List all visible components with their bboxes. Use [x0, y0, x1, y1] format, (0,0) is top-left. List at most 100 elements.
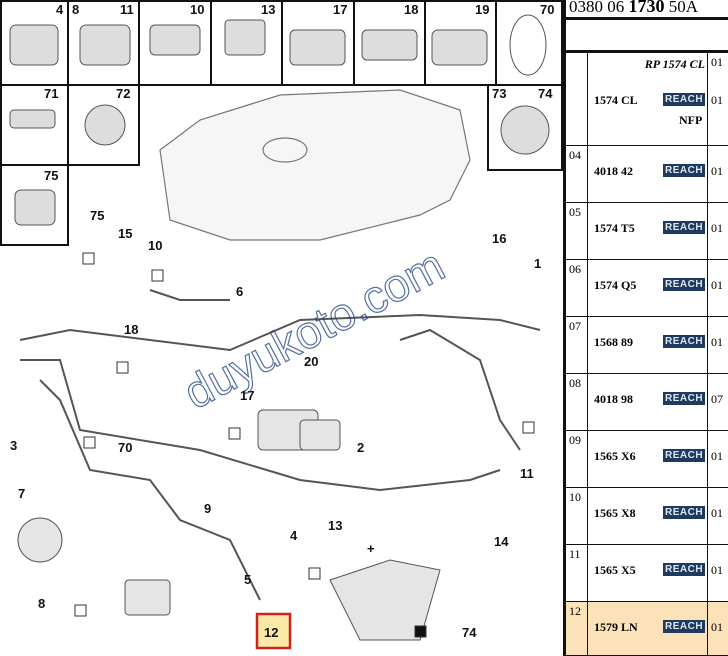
part-ref: 4018 42: [594, 164, 633, 178]
replacement-ref: RP 1574 CL: [644, 57, 705, 71]
part-ref: 1574 T5: [594, 221, 635, 235]
svg-text:11: 11: [120, 2, 134, 17]
divider: [707, 260, 708, 316]
reach-badge: REACH: [663, 392, 706, 405]
part-ref: 4018 98: [594, 392, 633, 406]
svg-text:20: 20: [304, 354, 318, 369]
reach-badge: REACH: [663, 449, 706, 462]
table-row[interactable]: 08 4018 98 REACH 07: [566, 374, 728, 431]
svg-text:5: 5: [244, 572, 251, 587]
part-ref: 1565 X8: [594, 506, 636, 520]
row-number: 06: [566, 260, 588, 316]
svg-text:2: 2: [357, 440, 364, 455]
callout-labels: 75 15 10 6 18 16 1 20 17 3 70 2 11 7 9 1…: [10, 208, 541, 640]
svg-text:15: 15: [118, 226, 132, 241]
plus-icon: +: [367, 541, 375, 556]
svg-text:10: 10: [190, 2, 204, 17]
svg-text:16: 16: [492, 231, 506, 246]
reach-badge: REACH: [663, 93, 706, 106]
part-thumbnails: [9, 14, 550, 226]
reach-badge: REACH: [663, 278, 706, 291]
svg-text:11: 11: [520, 466, 534, 481]
row-number: 08: [566, 374, 588, 430]
watermark: duyukoto.com: [175, 238, 452, 418]
svg-text:4: 4: [56, 2, 64, 17]
row-number: 05: [566, 203, 588, 259]
svg-text:1: 1: [534, 256, 541, 271]
quantity: 01: [711, 563, 723, 577]
divider: [707, 431, 708, 487]
row-number: 12: [566, 602, 588, 655]
row-number: 04: [566, 146, 588, 202]
part-ref: 1574 CL: [594, 93, 638, 107]
part-ref: 1574 Q5: [594, 278, 637, 292]
svg-text:75: 75: [90, 208, 104, 223]
svg-text:19: 19: [475, 2, 489, 17]
table-row[interactable]: 12 1579 LN REACH 01: [566, 602, 728, 656]
divider: [707, 545, 708, 601]
svg-text:70: 70: [118, 440, 132, 455]
part-ref: 1579 LN: [594, 620, 638, 634]
svg-text:8: 8: [72, 2, 79, 17]
svg-text:10: 10: [148, 238, 162, 253]
svg-text:74: 74: [538, 86, 553, 101]
reach-badge: REACH: [663, 335, 706, 348]
quantity: 01: [711, 449, 723, 463]
svg-text:13: 13: [328, 518, 342, 533]
svg-text:17: 17: [333, 2, 347, 17]
svg-text:74: 74: [462, 625, 477, 640]
reach-badge: REACH: [663, 221, 706, 234]
svg-text:71: 71: [44, 86, 58, 101]
table-row[interactable]: 10 1565 X8 REACH 01: [566, 488, 728, 545]
row-number: 09: [566, 431, 588, 487]
reach-badge: REACH: [663, 164, 706, 177]
svg-text:73: 73: [492, 86, 506, 101]
svg-text:72: 72: [116, 86, 130, 101]
divider: [707, 602, 708, 655]
table-row[interactable]: 11 1565 X5 REACH 01: [566, 545, 728, 602]
part-ref: 1568 89: [594, 335, 633, 349]
quantity: 07: [711, 392, 723, 406]
quantity: 01: [711, 164, 723, 178]
part-ref: 1565 X5: [594, 563, 636, 577]
divider: [707, 317, 708, 373]
table-row[interactable]: 04 4018 42 REACH 01: [566, 146, 728, 203]
svg-text:17: 17: [240, 388, 254, 403]
svg-text:14: 14: [494, 534, 509, 549]
svg-text:18: 18: [124, 322, 138, 337]
callout-12[interactable]: 12: [264, 625, 278, 640]
part-ref: 1565 X6: [594, 449, 636, 463]
svg-text:13: 13: [261, 2, 275, 17]
table-row[interactable]: 05 1574 T5 REACH 01: [566, 203, 728, 260]
svg-text:3: 3: [10, 438, 17, 453]
divider: [707, 53, 708, 145]
row-number: [566, 53, 588, 145]
table-header: 0380 06 1730 50A: [566, 0, 728, 20]
divider: [707, 374, 708, 430]
highlight-box-12[interactable]: [255, 612, 292, 650]
divider: [707, 146, 708, 202]
quantity: 01: [711, 620, 723, 634]
svg-text:70: 70: [540, 2, 554, 17]
nfp-note: NFP: [679, 113, 703, 127]
parts-diagram: + 4 8 11 10 13 17 18 19 70 71 72 75 73 7…: [0, 0, 563, 650]
svg-text:75: 75: [44, 168, 58, 183]
callout-squares: [74, 252, 535, 638]
reach-badge: REACH: [663, 506, 706, 519]
svg-text:6: 6: [236, 284, 243, 299]
pump-unit: [17, 409, 441, 641]
reach-badge: REACH: [663, 620, 706, 633]
row-number: 07: [566, 317, 588, 373]
reach-badge: REACH: [663, 563, 706, 576]
table-row[interactable]: 09 1565 X6 REACH 01: [566, 431, 728, 488]
table-row[interactable]: 07 1568 89 REACH 01: [566, 317, 728, 374]
part-thumbnail-boxes: [0, 0, 563, 246]
fuel-tank: [159, 89, 471, 241]
quantity: 01: [711, 335, 723, 349]
quantity: 01: [711, 506, 723, 520]
svg-text:8: 8: [38, 596, 45, 611]
table-row[interactable]: 06 1574 Q5 REACH 01: [566, 260, 728, 317]
divider: [707, 203, 708, 259]
